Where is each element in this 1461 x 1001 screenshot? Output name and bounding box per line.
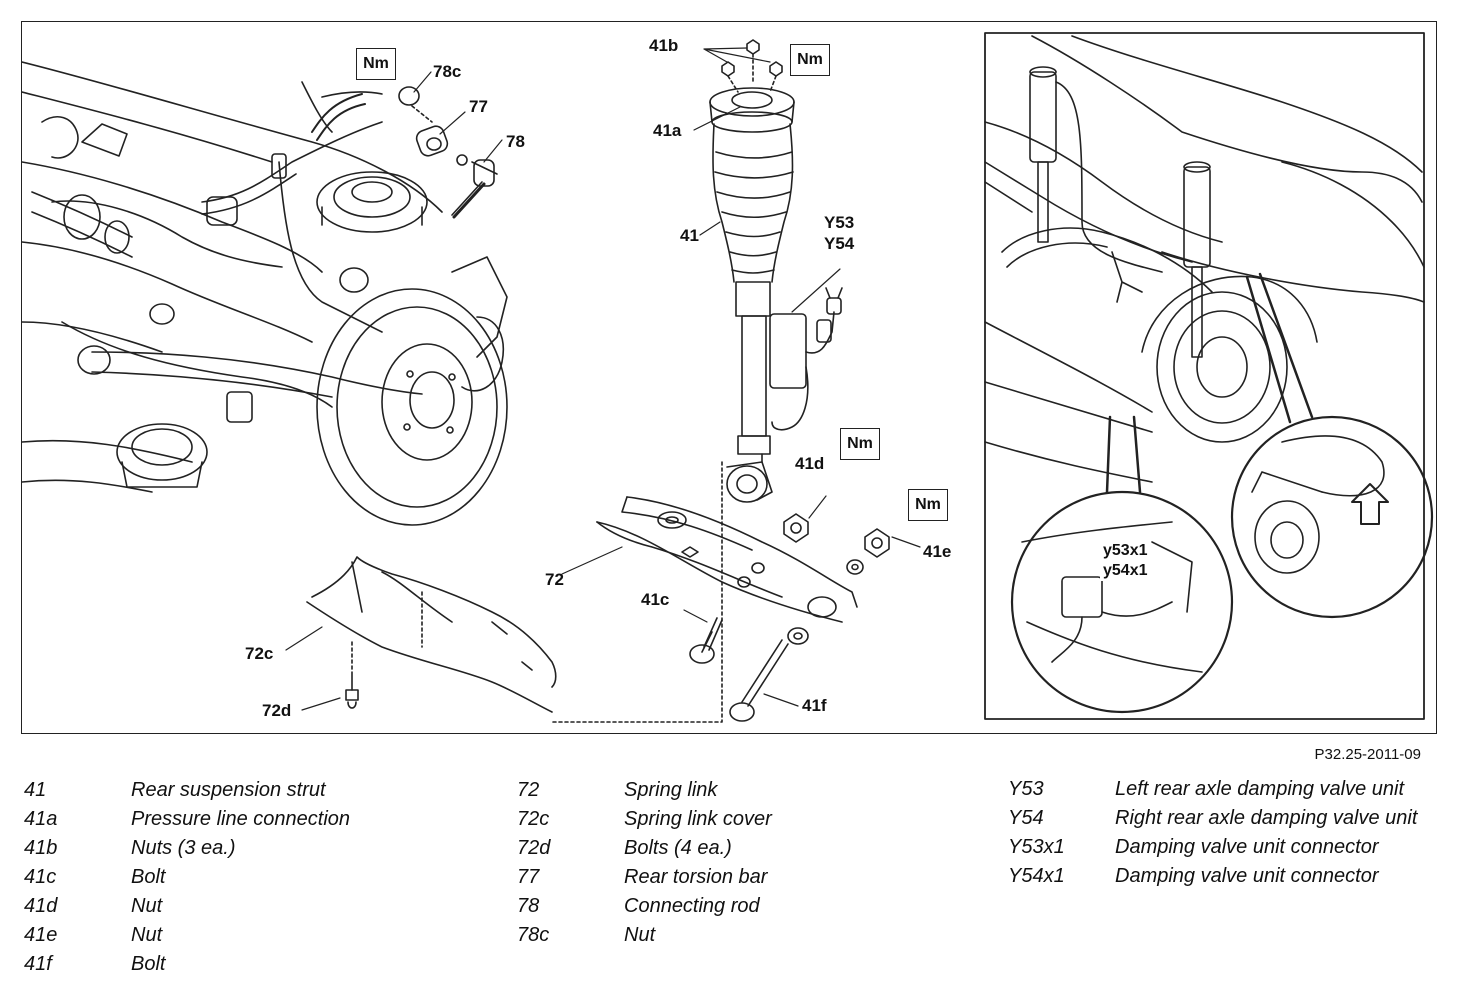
legend-row: 41b Nuts (3 ea.)	[24, 834, 350, 863]
legend-row: 78 Connecting rod	[517, 892, 772, 921]
callout-78: 78	[506, 132, 525, 151]
callout-72: 72	[545, 570, 564, 589]
legend-code: 72d	[517, 837, 551, 859]
callout-72c: 72c	[245, 644, 274, 663]
callout-41f: 41f	[802, 696, 827, 715]
legend-description: Spring link cover	[624, 808, 772, 830]
legend-row: 77 Rear torsion bar	[517, 863, 772, 892]
inset-label-y53x1: y53x1	[1100, 541, 1151, 561]
torque-badge: Nm	[840, 428, 880, 460]
legend-row: Y53 Left rear axle damping valve unit	[1008, 776, 1440, 802]
legend-column-2: 72 Spring link 72c Spring link cover 72d Bolt…	[517, 776, 772, 950]
callout-41d: 41d	[795, 454, 825, 473]
legend-code: 78	[517, 895, 540, 917]
legend-row: 72d Bolts (4 ea.)	[517, 834, 772, 863]
legend-code: Y53	[1008, 778, 1044, 800]
inset-label-y54x1: y54x1	[1100, 561, 1151, 581]
suspension-strut	[709, 39, 843, 503]
callout-41e: 41e	[923, 542, 952, 561]
legend-row: Y54x1 Damping valve unit connector	[1008, 863, 1440, 889]
legend-code: 77	[517, 866, 540, 888]
legend-row: 41c Bolt	[24, 863, 350, 892]
legend-row: 78c Nut	[517, 921, 772, 950]
legend-code: 41f	[24, 953, 52, 975]
callout-41: 41	[680, 226, 699, 245]
suspension-diagram	[22, 32, 1434, 723]
legend-code: Y53x1	[1008, 836, 1065, 858]
legend-row: 41f Bolt	[24, 950, 350, 979]
legend-description: Bolt	[131, 953, 166, 975]
legend-code: 41e	[24, 924, 58, 946]
leader-lines	[285, 47, 921, 711]
legend-description: Connecting rod	[624, 895, 760, 917]
torque-badge: Nm	[790, 44, 830, 76]
legend-description: Rear torsion bar	[624, 866, 768, 888]
legend-description: Nut	[624, 924, 656, 946]
spring-link-cover	[306, 556, 557, 713]
torque-badge: Nm	[356, 48, 396, 80]
figure-code: P32.25-2011-09	[1314, 746, 1421, 763]
legend-description: Damping valve unit connector	[1115, 865, 1379, 887]
legend-description: Nut	[131, 895, 163, 917]
callout-41b: 41b	[649, 36, 679, 55]
legend-code: 41b	[24, 837, 58, 859]
torque-badge: Nm	[908, 489, 948, 521]
rear-axle-drawing	[22, 61, 508, 526]
legend-code: 78c	[517, 924, 550, 946]
legend-code: Y54	[1008, 807, 1044, 829]
legend-row: Y54 Right rear axle damping valve unit	[1008, 805, 1440, 831]
torsion-bar-link	[311, 86, 498, 219]
callout-78c: 78c	[433, 62, 462, 81]
legend-description: Damping valve unit connector	[1115, 836, 1379, 858]
legend-description: Bolt	[131, 866, 166, 888]
callout-41c: 41c	[641, 590, 670, 609]
legend-code: 41c	[24, 866, 57, 888]
legend-column-1: 41 Rear suspension strut 41a Pressure line …	[24, 776, 350, 979]
callout-72d: 72d	[262, 701, 292, 720]
legend-description: Left rear axle damping valve unit	[1115, 778, 1405, 800]
legend-description: Nuts (3 ea.)	[131, 837, 236, 859]
callout-41a: 41a	[653, 121, 682, 140]
legend-row: 41e Nut	[24, 921, 350, 950]
legend-code: 41d	[24, 895, 58, 917]
legend-code: 41a	[24, 808, 58, 830]
callout-Y54: Y54	[824, 234, 855, 253]
legend-row: 41a Pressure line connection	[24, 805, 350, 834]
spring-link	[551, 461, 890, 723]
callout-77: 77	[469, 97, 488, 116]
legend-description: Rear suspension strut	[131, 779, 326, 801]
legend-code: 72c	[517, 808, 550, 830]
legend-description: Right rear axle damping valve unit	[1115, 807, 1418, 829]
legend-description: Spring link	[624, 779, 718, 801]
legend-description: Nut	[131, 924, 163, 946]
legend-row: 72c Spring link cover	[517, 805, 772, 834]
callout-Y53: Y53	[824, 213, 855, 232]
legend-row: 41 Rear suspension strut	[24, 776, 350, 805]
legend-row: 41d Nut	[24, 892, 350, 921]
legend-row: Y53x1 Damping valve unit connector	[1008, 834, 1440, 860]
legend-row: 72 Spring link	[517, 776, 772, 805]
legend-description: Pressure line connection	[131, 808, 351, 830]
legend-code: Y54x1	[1008, 865, 1065, 887]
figure-frame: 41b 41a 41 Y53 Y54 78c 77 78 41d 41e 72 …	[21, 21, 1437, 734]
legend-code: 41	[24, 779, 47, 801]
vehicle-inset	[984, 32, 1434, 720]
legend-description: Bolts (4 ea.)	[624, 837, 732, 859]
legend-code: 72	[517, 779, 540, 801]
